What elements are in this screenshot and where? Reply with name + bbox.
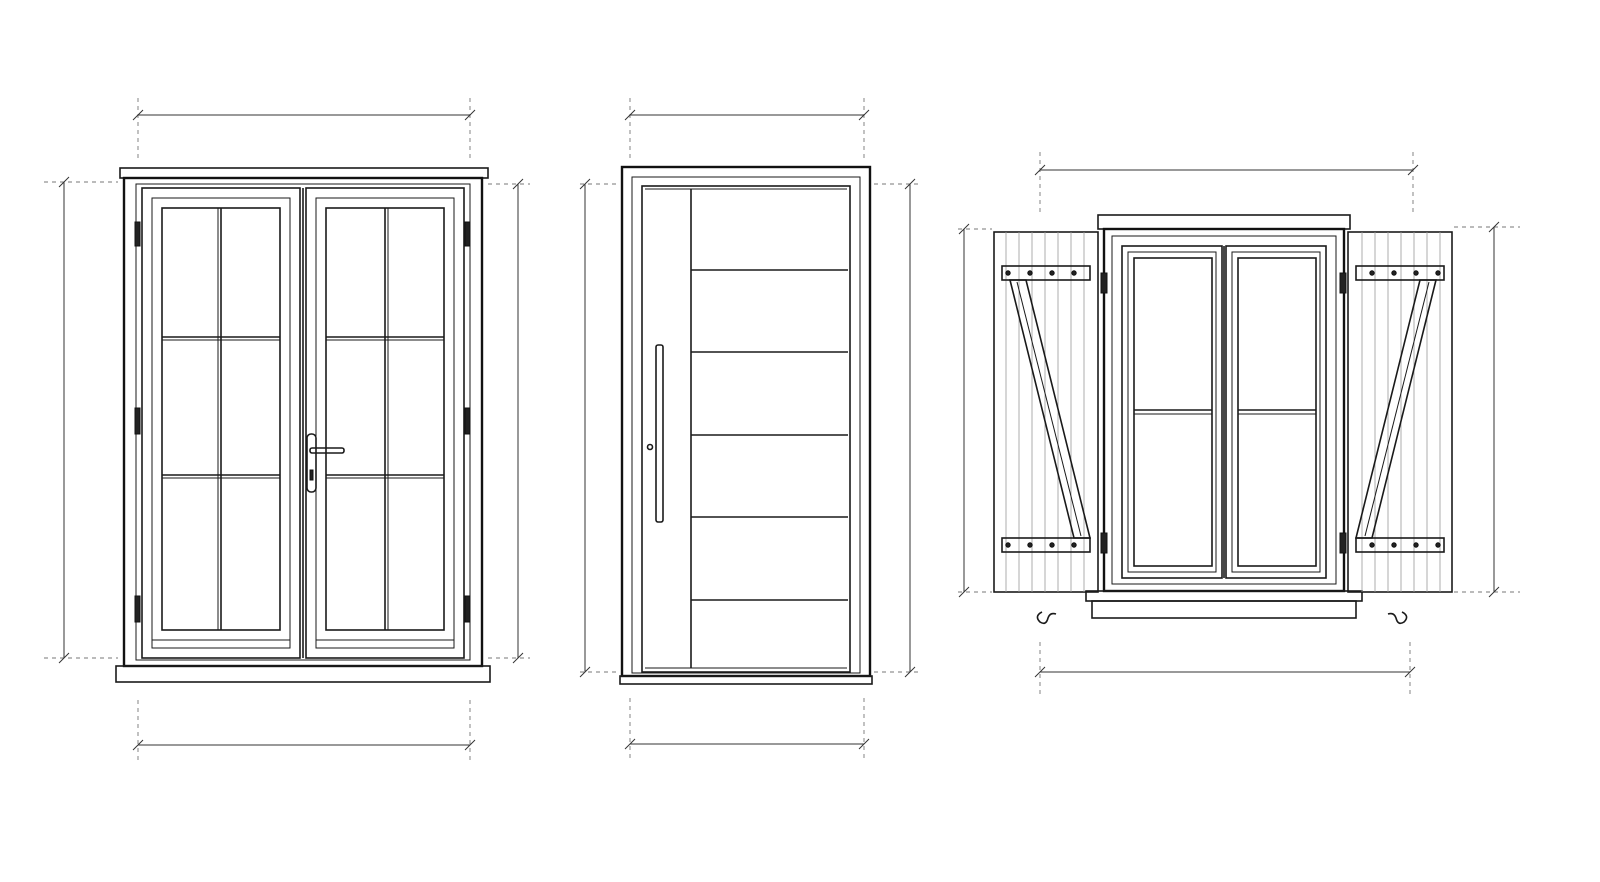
left-shutter [993,231,1108,625]
door-slab [641,185,851,673]
inner-frame [631,176,861,674]
dimension-left-height [44,176,118,664]
bolt-icon [1005,270,1077,548]
keyhole-icon [646,443,654,451]
door-lever-handle-icon [306,433,345,493]
sill-nose [1091,600,1357,619]
z-brace [1008,279,1092,539]
window-head-trim [1097,214,1351,230]
strap-hinge-top [1355,265,1445,281]
dimension-top-width [132,98,476,160]
window-sill [1085,590,1363,602]
dimension-bottom-width [1034,642,1416,694]
pintle-hinge-icon [1100,272,1108,554]
shuttered-window [958,152,1520,694]
right-door-leaf [305,187,465,659]
strap-hinge-bottom [1001,537,1091,553]
left-door-leaf [141,187,301,659]
dimension-top-width [624,98,870,160]
z-brace [1354,279,1438,539]
horizontal-grooves [691,269,848,601]
shutter-dog-icon [1387,611,1408,625]
dimension-left-height [579,178,616,678]
strap-hinge-top [1001,265,1091,281]
dimension-left-height [958,223,992,598]
head-trim [119,167,489,179]
dimension-top-width [1034,152,1419,216]
shutter-boards [1361,232,1441,592]
shutter-boards [1005,232,1085,592]
strap-hinge-bottom [1355,537,1445,553]
pull-bar-handle-icon [655,344,664,523]
dimension-right-height [874,178,922,678]
bolt-icon [1369,270,1441,548]
pintle-hinge-icon [1339,272,1347,554]
shutter-dog-icon [1036,611,1057,625]
dimension-right-height [1454,221,1520,598]
dimension-bottom-width [132,700,476,762]
door-sill [115,665,491,683]
dimension-right-height [488,178,530,664]
modern-entry-door [579,98,922,760]
right-window-sash [1225,245,1327,579]
right-shutter [1339,231,1453,625]
french-double-door [44,98,530,762]
dimension-bottom-width [624,698,870,760]
hinge-icon [134,221,471,623]
left-window-sash [1121,245,1223,579]
threshold [619,675,873,685]
